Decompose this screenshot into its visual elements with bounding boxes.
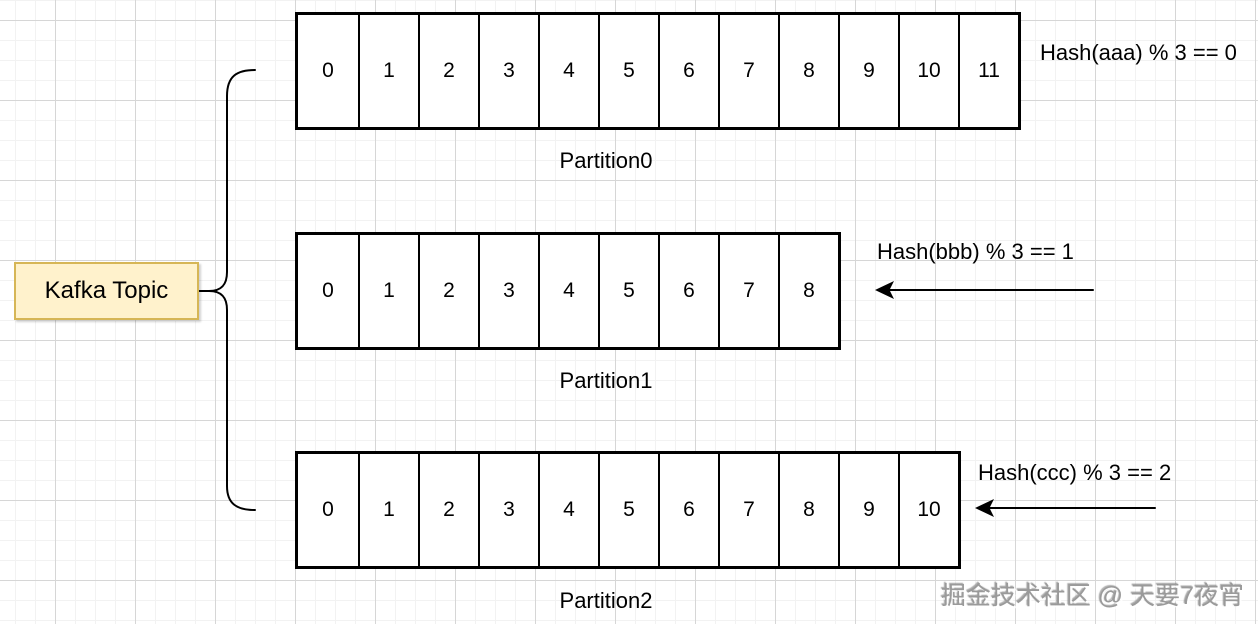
partition-cell: 0 [298, 235, 358, 347]
partition-cell: 5 [598, 15, 658, 127]
partition-cell: 7 [718, 454, 778, 566]
partition-cell: 3 [478, 15, 538, 127]
partition-cell: 8 [778, 454, 838, 566]
partition-cell: 11 [958, 15, 1018, 127]
partition-cell: 5 [598, 235, 658, 347]
partition-cell: 9 [838, 15, 898, 127]
partition-cell: 6 [658, 235, 718, 347]
partition-cell: 2 [418, 235, 478, 347]
curly-brace-icon [208, 69, 256, 511]
partition-cell: 6 [658, 15, 718, 127]
kafka-topic-box: Kafka Topic [14, 262, 199, 320]
partition-cell: 1 [358, 235, 418, 347]
partition-cell: 0 [298, 15, 358, 127]
arrow-left-icon [975, 499, 994, 517]
partition-cell: 10 [898, 15, 958, 127]
partition-cell: 3 [478, 454, 538, 566]
kafka-topic-label: Kafka Topic [44, 277, 169, 304]
partition0-label: Partition0 [559, 148, 653, 173]
partition1-label: Partition1 [559, 368, 653, 393]
partition-cell: 4 [538, 454, 598, 566]
partition-cell: 1 [358, 454, 418, 566]
partition-cell: 3 [478, 235, 538, 347]
partition-cell: 1 [358, 15, 418, 127]
partition-cell: 9 [838, 454, 898, 566]
watermark-text: 掘金技术社区 @ 天要7夜宵 [940, 582, 1244, 610]
partition-cell: 2 [418, 454, 478, 566]
partition-cell: 5 [598, 454, 658, 566]
partition-cell: 7 [718, 235, 778, 347]
partition-cell: 0 [298, 454, 358, 566]
partition0-hash-label: Hash(aaa) % 3 == 0 [1040, 40, 1237, 65]
partition-cell: 4 [538, 15, 598, 127]
arrow-left-icon [875, 281, 894, 299]
partition-cell: 2 [418, 15, 478, 127]
partition-cell: 4 [538, 235, 598, 347]
partition1-hash-label: Hash(bbb) % 3 == 1 [877, 239, 1074, 264]
partition2-hash-label: Hash(ccc) % 3 == 2 [978, 460, 1172, 485]
partition-cell: 6 [658, 454, 718, 566]
partition-cell: 10 [898, 454, 958, 566]
partition-cell: 7 [718, 15, 778, 127]
partition-cell: 8 [778, 15, 838, 127]
partition-cell: 8 [778, 235, 838, 347]
partition2-label: Partition2 [559, 588, 653, 613]
